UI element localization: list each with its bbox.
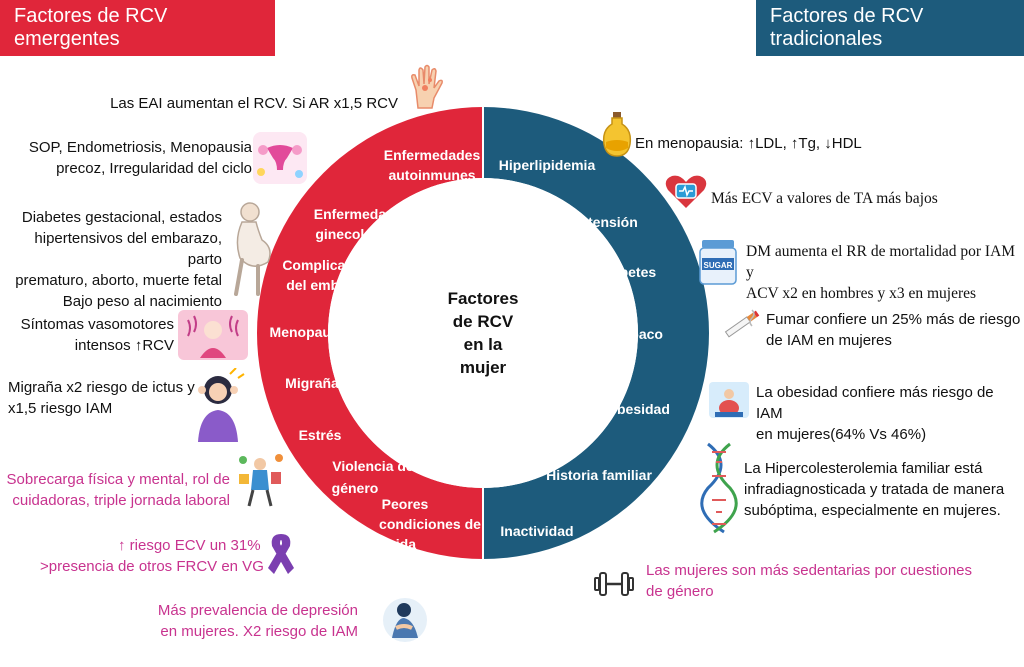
ring-label-historia-familiar: Historia familiar xyxy=(546,467,652,483)
ring-label-embarazo-2: del embarazo xyxy=(286,277,375,293)
ring-label-violencia-1: Violencia de xyxy=(332,458,414,474)
ring-left-labels: Enfermedades autoinmunes Enfermedades gi… xyxy=(270,147,482,552)
note-hipercol-line-3: subóptima, especialmente en mujeres. xyxy=(744,502,1001,519)
sugar-jar-label: SUGAR xyxy=(704,261,733,270)
note-embarazo-line-4: Bajo peso al nacimiento xyxy=(62,293,222,310)
note-hipercol-line-2: infradiagnosticada y tratada de manera xyxy=(744,481,1005,498)
note-sobrecarga-line-1: Sobrecarga física y mental, rol de xyxy=(6,471,230,488)
ring-label-embarazo-1: Complicaciones xyxy=(282,257,390,273)
note-sedentarias: Las mujeres son más sedentarias por cues… xyxy=(646,560,972,602)
pregnant-woman-icon xyxy=(234,202,271,296)
ring-center-circle xyxy=(328,178,638,488)
note-vasomotores-line-2: intensos ↑RCV xyxy=(74,337,174,354)
migraine-woman-icon xyxy=(198,368,245,442)
note-sobrecarga: Sobrecarga física y mental, rol de cuida… xyxy=(7,469,230,511)
ring-label-autoinmunes-2: autoinmunes xyxy=(388,167,475,183)
note-tabaco-line-2: de IAM en mujeres xyxy=(766,332,892,349)
note-ta: Más ECV a valores de TA más bajos xyxy=(711,190,938,207)
dumbbell-icon xyxy=(594,572,634,596)
cigarette-icon xyxy=(724,309,760,338)
note-obesidad: La obesidad confiere más riesgo de IAM e… xyxy=(756,382,1024,445)
blood-pressure-icon xyxy=(665,175,707,208)
ring-left-half xyxy=(257,107,483,559)
note-violencia-line-2: >presencia de otros FRCV en VG xyxy=(40,558,264,575)
overload-woman-icon xyxy=(239,454,283,507)
center-line-1: Factores xyxy=(448,289,519,308)
ring-label-peores-2: condiciones de xyxy=(379,516,481,532)
ring-label-peores-3: vida xyxy=(388,536,416,552)
ring-label-diabetes: Diabetes xyxy=(598,264,657,280)
ring-label-hipertension: Hipertensión xyxy=(552,214,638,230)
sugar-jar-icon: SUGAR xyxy=(699,240,737,285)
note-migrana-line-1: Migraña x2 riesgo de ictus y xyxy=(8,379,195,396)
note-sedentarias-line-2: de género xyxy=(646,583,714,600)
note-depresion: Más prevalencia de depresión en mujeres.… xyxy=(158,600,358,642)
center-line-2: de RCV xyxy=(453,312,514,331)
note-dm: DM aumenta el RR de mortalidad por IAM y… xyxy=(746,241,1024,304)
note-migrana-line-2: x1,5 riesgo IAM xyxy=(8,400,113,417)
note-obesidad-line-1: La obesidad confiere más riesgo de IAM xyxy=(756,384,994,422)
ring-label-inactividad: Inactividad xyxy=(500,523,573,539)
note-dm-line-2: ACV x2 en hombres y x3 en mujeres xyxy=(746,285,977,302)
ring-label-estres: Estrés xyxy=(299,427,342,443)
note-vasomotores-line-1: Síntomas vasomotores xyxy=(20,316,174,333)
note-obesidad-line-2: en mujeres(64% Vs 46%) xyxy=(756,426,927,443)
header-emergentes: Factores de RCV emergentes xyxy=(0,0,275,56)
note-sobrecarga-line-2: cuidadoras, triple jornada laboral xyxy=(12,492,230,509)
center-title: Factores de RCV en la mujer xyxy=(448,289,519,377)
ring-label-menopausia: Menopausia xyxy=(270,324,351,340)
ring-label-ginecologicas-1: Enfermedades xyxy=(314,206,411,222)
note-gineco-line-1: SOP, Endometriosis, Menopausia xyxy=(28,139,252,156)
note-gineco-line-2: precoz, Irregularidad del ciclo xyxy=(56,160,252,177)
note-gineco: SOP, Endometriosis, Menopausia precoz, I… xyxy=(29,137,252,179)
ring-label-migrana: Migraña xyxy=(285,375,339,391)
note-migrana: Migraña x2 riesgo de ictus y x1,5 riesgo… xyxy=(8,377,195,419)
note-vasomotores: Síntomas vasomotores intensos ↑RCV xyxy=(21,314,174,356)
ring-label-ginecologicas-2: ginecológicas xyxy=(315,226,409,242)
note-embarazo-line-3: prematuro, aborto, muerte fetal xyxy=(15,272,222,289)
purple-ribbon-icon xyxy=(268,534,294,574)
ring-label-peores-1: Peores xyxy=(382,496,429,512)
ring-label-obesidad: Obesidad xyxy=(606,401,670,417)
note-hipercol: La Hipercolesterolemia familiar está inf… xyxy=(744,458,1004,521)
note-violencia-line-1: ↑ riesgo ECV un 31% xyxy=(118,537,261,554)
note-sedentarias-line-1: Las mujeres son más sedentarias por cues… xyxy=(646,562,973,579)
ring-right-labels: Hiperlipidemia Hipertensión Diabetes Tab… xyxy=(499,157,670,539)
ring-label-autoinmunes-1: Enfermedades xyxy=(384,147,481,163)
note-embarazo-line-1: Diabetes gestacional, estados xyxy=(21,209,222,226)
note-tabaco: Fumar confiere un 25% más de riesgo de I… xyxy=(766,309,1020,351)
ring-label-hiperlipidemia: Hiperlipidemia xyxy=(499,157,596,173)
dna-icon xyxy=(700,442,738,534)
note-violencia: ↑ riesgo ECV un 31% >presencia de otros … xyxy=(40,535,264,577)
center-line-4: mujer xyxy=(460,358,507,377)
ring-label-tabaco: Tabaco xyxy=(615,326,663,342)
uterus-icon xyxy=(253,132,307,184)
note-dm-line-1: DM aumenta el RR de mortalidad por IAM y xyxy=(746,243,1016,281)
note-tabaco-line-1: Fumar confiere un 25% más de riesgo xyxy=(766,311,1021,328)
note-lipidos: En menopausia: ↑LDL, ↑Tg, ↓HDL xyxy=(635,135,862,152)
note-hipercol-line-1: La Hipercolesterolemia familiar está xyxy=(744,460,983,477)
ring-right-half xyxy=(483,107,709,559)
center-line-3: en la xyxy=(464,335,503,354)
note-embarazo-line-2: hipertensivos del embarazo, parto xyxy=(34,230,222,268)
note-eai: Las EAI aumentan el RCV. Si AR x1,5 RCV xyxy=(110,95,398,112)
scale-obesity-icon xyxy=(709,382,749,418)
ring-label-violencia-2: género xyxy=(332,480,379,496)
note-embarazo: Diabetes gestacional, estados hipertensi… xyxy=(0,207,222,312)
note-depresion-line-2: en mujeres. X2 riesgo de IAM xyxy=(160,623,358,640)
header-tradicionales: Factores de RCV tradicionales xyxy=(756,0,1024,56)
hand-icon xyxy=(411,64,443,109)
hot-flash-woman-icon xyxy=(178,310,248,360)
oil-bottle-icon xyxy=(602,112,632,157)
depressed-woman-icon xyxy=(383,598,427,642)
note-depresion-line-1: Más prevalencia de depresión xyxy=(157,602,358,619)
